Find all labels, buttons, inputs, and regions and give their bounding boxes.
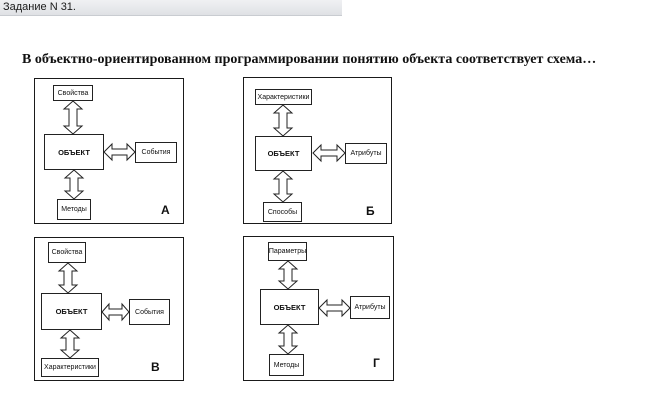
option-c-right-box: События (129, 299, 170, 325)
option-d-letter: Г (373, 356, 380, 370)
option-b-letter: Б (366, 204, 375, 218)
option-c-bottom-arrow (59, 329, 81, 359)
option-b-right-arrow (312, 143, 346, 163)
option-c-bottom-box: Характеристики (41, 358, 99, 377)
question-text: В объектно-ориентированном программирова… (22, 52, 597, 67)
answer-option-d[interactable]: Параметры ОБЪЕКТ Атрибуты Методы Г (243, 236, 394, 381)
answer-option-c[interactable]: Свойства ОБЪЕКТ События Характеристики В (34, 237, 184, 381)
option-b-top-arrow (272, 104, 294, 137)
option-c-letter: В (151, 360, 160, 374)
option-a-top-arrow (62, 100, 84, 135)
task-header-bar: Задание N 31. (0, 0, 342, 16)
option-a-top-box: Свойства (53, 85, 93, 101)
option-b-right-box: Атрибуты (345, 143, 387, 164)
option-c-top-box: Свойства (48, 242, 86, 263)
answer-option-b[interactable]: Характеристики ОБЪЕКТ Атрибуты Способы Б (243, 77, 392, 224)
option-d-center-box: ОБЪЕКТ (260, 289, 319, 325)
option-a-bottom-box: Методы (57, 199, 91, 220)
option-c-center-box: ОБЪЕКТ (41, 293, 102, 330)
task-number-title: Задание N 31. (3, 1, 76, 13)
option-a-right-arrow (103, 142, 136, 162)
option-d-bottom-box: Методы (269, 354, 304, 376)
option-b-top-box: Характеристики (255, 89, 312, 105)
option-c-right-arrow (101, 302, 130, 322)
option-d-top-arrow (277, 260, 299, 290)
option-d-right-box: Атрибуты (350, 296, 390, 319)
answer-option-a[interactable]: Свойства ОБЪЕКТ События Методы А (34, 78, 184, 224)
option-a-letter: А (161, 203, 170, 217)
option-d-top-box: Параметры (268, 242, 307, 261)
option-a-right-box: События (135, 142, 177, 163)
option-d-right-arrow (318, 298, 351, 318)
option-b-center-box: ОБЪЕКТ (255, 136, 312, 171)
option-b-bottom-box: Способы (263, 202, 302, 222)
option-d-bottom-arrow (277, 324, 299, 355)
option-a-bottom-arrow (63, 169, 85, 200)
option-a-center-box: ОБЪЕКТ (44, 134, 104, 170)
option-b-bottom-arrow (272, 170, 294, 203)
option-c-top-arrow (57, 262, 79, 294)
